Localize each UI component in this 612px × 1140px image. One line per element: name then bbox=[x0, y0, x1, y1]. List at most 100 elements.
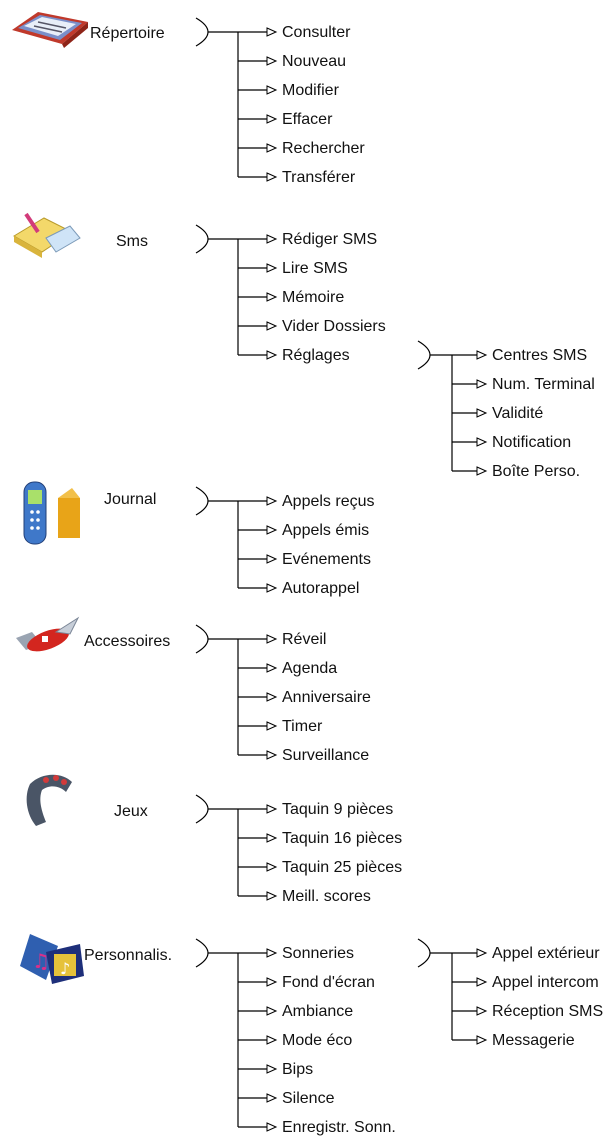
arrowhead bbox=[266, 85, 278, 95]
arrowhead bbox=[266, 525, 278, 535]
arrowhead bbox=[266, 804, 278, 814]
arrowhead bbox=[476, 408, 488, 418]
menu-title: Sms bbox=[116, 233, 148, 250]
menu-item-label: Taquin 16 pièces bbox=[282, 830, 402, 847]
arrowhead bbox=[266, 750, 278, 760]
menu-item-label: Appel extérieur bbox=[492, 945, 600, 962]
menu-item-label: Evénements bbox=[282, 551, 371, 568]
menu-item-label: Effacer bbox=[282, 111, 333, 128]
menu-item-label: Agenda bbox=[282, 660, 337, 677]
menu-item-label: Modifier bbox=[282, 82, 340, 99]
arrowhead bbox=[266, 143, 278, 153]
address-book-icon bbox=[12, 12, 88, 48]
arrowhead bbox=[266, 496, 278, 506]
arrowhead bbox=[266, 891, 278, 901]
menu-item-label: Réveil bbox=[282, 631, 326, 648]
arrowhead bbox=[266, 1122, 278, 1132]
arrowhead bbox=[266, 721, 278, 731]
menu-item-label: Appels reçus bbox=[282, 493, 375, 510]
music-palette-icon: ♫ ♪ bbox=[20, 934, 84, 984]
arrowhead bbox=[266, 1064, 278, 1074]
arrowhead bbox=[266, 56, 278, 66]
menu-item-label: Autorappel bbox=[282, 580, 359, 597]
menu-item-label: Taquin 9 pièces bbox=[282, 801, 393, 818]
arrowhead bbox=[476, 350, 488, 360]
menu-item-label: Consulter bbox=[282, 24, 351, 41]
arrowhead bbox=[476, 948, 488, 958]
arrowhead bbox=[476, 977, 488, 987]
menu-item-label: Rédiger SMS bbox=[282, 231, 377, 248]
arrowhead bbox=[476, 437, 488, 447]
menu-item-label: Transférer bbox=[282, 169, 356, 186]
menu-item-label: Vider Dossiers bbox=[282, 318, 386, 335]
arrowhead bbox=[266, 554, 278, 564]
arrowhead bbox=[266, 692, 278, 702]
menu-title: Jeux bbox=[114, 803, 148, 820]
brace bbox=[195, 938, 209, 968]
brace bbox=[195, 224, 209, 254]
arrowhead bbox=[476, 379, 488, 389]
brace bbox=[195, 624, 209, 654]
menu-item-label: Num. Terminal bbox=[492, 376, 595, 393]
menu-item-label: Enregistr. Sonn. bbox=[282, 1119, 396, 1136]
menu-item-label: Sonneries bbox=[282, 945, 354, 962]
arrowhead bbox=[266, 114, 278, 124]
menu-item-label: Rechercher bbox=[282, 140, 365, 157]
menu-item-label: Silence bbox=[282, 1090, 335, 1107]
menu-item-label: Validité bbox=[492, 405, 543, 422]
arrowhead bbox=[266, 1035, 278, 1045]
menu-title: Accessoires bbox=[84, 633, 170, 650]
arrowhead bbox=[266, 833, 278, 843]
menu-title: Répertoire bbox=[90, 25, 165, 42]
arrowhead bbox=[266, 948, 278, 958]
menu-title: Journal bbox=[104, 491, 156, 508]
arrowhead bbox=[266, 234, 278, 244]
arrowhead bbox=[266, 977, 278, 987]
menu-item-label: Réception SMS bbox=[492, 1003, 603, 1020]
menu-item-label: Mode éco bbox=[282, 1032, 352, 1049]
arrowhead bbox=[266, 292, 278, 302]
menu-item-label: Surveillance bbox=[282, 747, 369, 764]
menu-item-label: Notification bbox=[492, 434, 571, 451]
svg-text:♪: ♪ bbox=[60, 959, 70, 978]
arrowhead bbox=[266, 27, 278, 37]
cordless-phone-icon bbox=[23, 481, 80, 545]
menu-item-label: Centres SMS bbox=[492, 347, 587, 364]
brace bbox=[195, 486, 209, 516]
arrowhead bbox=[476, 1035, 488, 1045]
gamepad-icon bbox=[26, 774, 72, 826]
brace bbox=[195, 17, 209, 47]
menu-title: Personnalis. bbox=[84, 947, 172, 964]
menu-item-label: Nouveau bbox=[282, 53, 346, 70]
arrowhead bbox=[266, 321, 278, 331]
menu-item-label: Réglages bbox=[282, 347, 350, 364]
menu-item-label: Timer bbox=[282, 718, 323, 735]
swiss-knife-icon bbox=[16, 616, 80, 652]
arrowhead bbox=[476, 466, 488, 476]
menu-item-label: Anniversaire bbox=[282, 689, 371, 706]
arrowhead bbox=[266, 634, 278, 644]
menu-item-label: Messagerie bbox=[492, 1032, 575, 1049]
arrowhead bbox=[266, 663, 278, 673]
menu-item-label: Bips bbox=[282, 1061, 313, 1078]
arrowhead bbox=[266, 350, 278, 360]
brace bbox=[195, 794, 209, 824]
menu-item-label: Lire SMS bbox=[282, 260, 348, 277]
menu-item-label: Appels émis bbox=[282, 522, 369, 539]
menu-item-label: Mémoire bbox=[282, 289, 344, 306]
arrowhead bbox=[266, 862, 278, 872]
arrowhead bbox=[266, 583, 278, 593]
menu-item-label: Appel intercom bbox=[492, 974, 599, 991]
brace bbox=[417, 340, 431, 370]
svg-text:♫: ♫ bbox=[32, 949, 50, 973]
arrowhead bbox=[476, 1006, 488, 1016]
menu-item-label: Fond d'écran bbox=[282, 974, 375, 991]
menu-item-label: Boîte Perso. bbox=[492, 463, 580, 480]
menu-item-label: Ambiance bbox=[282, 1003, 353, 1020]
menu-item-label: Taquin 25 pièces bbox=[282, 859, 402, 876]
arrowhead bbox=[266, 1006, 278, 1016]
arrowhead bbox=[266, 172, 278, 182]
arrowhead bbox=[266, 263, 278, 273]
arrowhead bbox=[266, 1093, 278, 1103]
